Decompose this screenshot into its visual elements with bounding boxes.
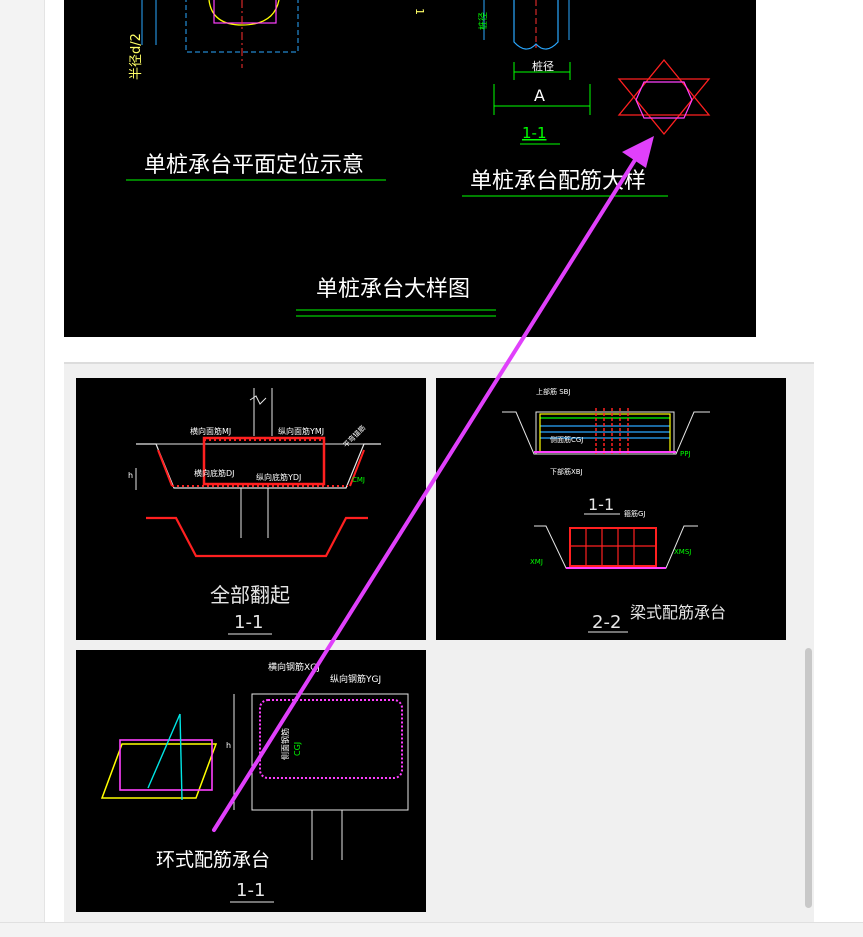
title-rebar: 单桩承台配筋大样 bbox=[470, 169, 646, 194]
pile-dim-label: 桩径 bbox=[532, 59, 554, 73]
thumbnail-full-flip-drawing: 横向面筋MJ 纵向面筋YMJ 横向底筋DJ 纵向底筋YDJ 平弯锚筋 CMJ h… bbox=[128, 388, 381, 635]
label-transverse: 横向钢筋XGJ bbox=[268, 661, 320, 673]
thumbnail-beam-rebar[interactable]: 上部筋 SBJ 侧面筋CGJ 下部筋XBJ PPJ 1-1 箍筋GJ XMSJ … bbox=[436, 378, 786, 640]
cad-preview-top: 半径d/2 1 桩径 桩径 A 1-1 单桩承台平面定位 bbox=[64, 0, 756, 337]
label-longitudinal: 纵向钢筋YGJ bbox=[330, 673, 381, 685]
thumbnail-full-flip[interactable]: 横向面筋MJ 纵向面筋YMJ 横向底筋DJ 纵向底筋YDJ 平弯锚筋 CMJ h… bbox=[76, 378, 426, 640]
label-bottom-rebar: 下部筋XBJ bbox=[550, 467, 583, 476]
label-top-rebar: 上部筋 SBJ bbox=[536, 387, 571, 396]
cad-drawing-top: 半径d/2 1 桩径 桩径 A 1-1 单桩承台平面定位 bbox=[126, 0, 711, 317]
svg-text:桩径: 桩径 bbox=[477, 12, 489, 30]
bottom-status-bar bbox=[0, 922, 863, 937]
label-bot-longitudinal: 纵向底筋YDJ bbox=[256, 472, 301, 482]
caption-beam-rebar: 梁式配筋承台 bbox=[630, 603, 726, 622]
caption-full-flip: 全部翻起 bbox=[210, 583, 290, 607]
section-label-beam-1: 1-1 bbox=[588, 495, 614, 514]
hexagram-symbol bbox=[617, 58, 711, 136]
label-xmsj: XMSJ bbox=[674, 548, 691, 556]
label-top-transverse: 横向面筋MJ bbox=[190, 426, 231, 436]
label-cmj: CMJ bbox=[352, 476, 365, 484]
section-label-ring: 1-1 bbox=[236, 880, 265, 901]
label-bot-transverse: 横向底筋DJ bbox=[194, 468, 235, 478]
gallery-scrollbar-thumb[interactable] bbox=[805, 648, 812, 908]
label-cgj: CGJ bbox=[293, 742, 302, 756]
section-1-1-label: 1-1 bbox=[522, 124, 547, 142]
half-radius-label: 半径d/2 bbox=[129, 33, 144, 80]
plan-view: 半径d/2 bbox=[129, 0, 299, 80]
title-plan: 单桩承台平面定位示意 bbox=[144, 153, 364, 178]
left-sidebar bbox=[0, 0, 45, 936]
thumbnail-ring-rebar-drawing: h 横向钢筋XGJ 纵向钢筋YGJ 侧面钢筋 CGJ 环式配筋承台 1-1 bbox=[100, 661, 409, 903]
section-label-full-flip: 1-1 bbox=[234, 612, 263, 633]
label-stirrup: 箍筋GJ bbox=[624, 509, 646, 518]
title-main: 单桩承台大样图 bbox=[316, 277, 470, 302]
section-label-beam-2: 2-2 bbox=[592, 612, 621, 633]
caption-ring-rebar: 环式配筋承台 bbox=[156, 849, 270, 871]
svg-text:1: 1 bbox=[413, 8, 426, 15]
label-side-rebar: 侧面筋CGJ bbox=[550, 435, 583, 444]
section-view: 1 桩径 桩径 A 1-1 bbox=[413, 0, 591, 145]
label-h: h bbox=[128, 471, 133, 480]
label-xmj: XMJ bbox=[530, 558, 543, 566]
label-h-ring: h bbox=[226, 741, 231, 750]
thumbnail-ring-rebar[interactable]: h 横向钢筋XGJ 纵向钢筋YGJ 侧面钢筋 CGJ 环式配筋承台 1-1 bbox=[76, 650, 426, 912]
label-side: 侧面钢筋 bbox=[280, 728, 290, 760]
label-ppj: PPJ bbox=[680, 450, 691, 458]
label-top-longitudinal: 纵向面筋YMJ bbox=[278, 426, 324, 436]
dim-a-label: A bbox=[534, 86, 545, 105]
thumbnail-beam-rebar-drawing: 上部筋 SBJ 侧面筋CGJ 下部筋XBJ PPJ 1-1 箍筋GJ XMSJ … bbox=[502, 387, 726, 633]
